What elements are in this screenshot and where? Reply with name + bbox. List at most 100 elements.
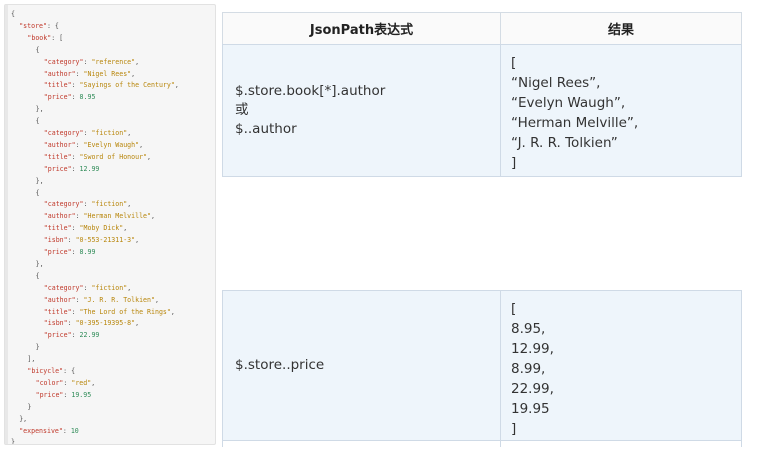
json-punct: : (71, 331, 80, 340)
code-line: "author": "Evelyn Waugh", (44, 140, 143, 150)
json-string: "Nigel Rees" (83, 69, 132, 78)
json-string: "Evelyn Waugh" (83, 140, 140, 149)
json-punct: ], (27, 355, 36, 364)
code-line: "price": 8.95 (44, 92, 96, 102)
json-number: 19.95 (71, 390, 92, 399)
json-punct: , (123, 224, 128, 233)
json-punct: : (83, 283, 92, 292)
code-line: "title": "The Lord of the Rings", (44, 307, 175, 317)
header-expr-label: JsonPath表达式 (309, 23, 414, 38)
json-punct: { (35, 188, 40, 197)
code-line: "expensive": 10 (19, 426, 79, 436)
code-line: { (36, 188, 40, 198)
json-key: "author" (43, 140, 76, 149)
json-punct: : (75, 212, 84, 221)
json-punct: }, (35, 105, 44, 114)
result-line: “Evelyn Waugh”, (511, 95, 626, 111)
json-punct: , (127, 129, 132, 137)
json-punct: : (71, 81, 80, 90)
json-punct: , (174, 81, 179, 90)
result-line: 8.99, (511, 361, 546, 377)
result-line: 22.99, (511, 381, 554, 397)
row2-expression-cell: $.store..price (222, 290, 501, 441)
code-line: }, (36, 104, 44, 114)
json-key: "price" (43, 248, 72, 256)
json-punct: , (127, 200, 132, 209)
json-punct: { (35, 45, 40, 54)
json-punct: , (135, 236, 140, 245)
expression-line: $.store.book[*].author (235, 83, 386, 99)
result-line: 12.99, (511, 341, 554, 357)
json-punct: , (135, 319, 140, 328)
json-string: "fiction" (91, 283, 128, 292)
json-key: "book" (27, 33, 52, 42)
json-key: "category" (43, 129, 84, 137)
json-punct: : (71, 164, 80, 173)
json-key: "title" (43, 152, 72, 161)
json-punct: } (35, 343, 40, 352)
json-punct: } (27, 402, 32, 411)
json-punct: : (63, 378, 72, 387)
code-line: "price": 8.99 (44, 247, 96, 257)
json-punct: , (139, 140, 144, 149)
json-punct: : (83, 57, 92, 66)
json-punct: }, (19, 414, 28, 423)
json-punct: : (83, 200, 92, 209)
expression-line: $.store..price (235, 357, 325, 373)
json-punct: : [ (51, 33, 64, 42)
code-line: "bicycle": { (27, 366, 75, 376)
code-line: "title": "Moby Dick", (44, 223, 127, 233)
table-edge-mid (500, 441, 501, 447)
code-line: "store": { (19, 21, 59, 31)
json-key: "category" (43, 200, 84, 209)
result-line: 19.95 (511, 401, 550, 417)
code-line: "category": "fiction", (44, 283, 131, 293)
row1-result-cell: [“Nigel Rees”,“Evelyn Waugh”,“Herman Mel… (500, 44, 742, 177)
result-line: [ (511, 55, 517, 71)
code-line: "price": 12.99 (44, 164, 100, 174)
json-punct: , (151, 212, 155, 221)
json-string: "Moby Dick" (79, 224, 124, 233)
json-key: "category" (43, 283, 84, 292)
json-punct: : (63, 390, 72, 399)
result-line: [ (511, 301, 517, 317)
json-punct: , (91, 378, 96, 387)
json-key: "store" (19, 21, 47, 30)
json-punct: : (62, 426, 71, 435)
json-string: "fiction" (91, 200, 128, 209)
json-punct: : (75, 140, 84, 149)
header-jsonpath-expression: JsonPath表达式 (222, 12, 501, 45)
json-punct: : (83, 129, 92, 137)
code-line: } (27, 402, 31, 412)
code-line: "author": "Nigel Rees", (44, 69, 135, 79)
code-line: "author": "Herman Melville", (44, 211, 155, 221)
result-line: “Nigel Rees”, (511, 75, 601, 91)
json-string: "fiction" (91, 129, 128, 137)
json-number: 8.95 (79, 93, 96, 102)
header-result-label: 结果 (607, 23, 634, 38)
code-line: "price": 22.99 (44, 330, 100, 340)
json-key: "price" (43, 164, 72, 173)
result-line: 8.95, (511, 321, 546, 337)
json-punct: : { (46, 21, 59, 30)
code-line: } (11, 437, 15, 444)
code-line: "price": 19.95 (36, 390, 92, 400)
code-line: { (11, 9, 15, 19)
json-punct: : (71, 93, 80, 102)
json-punct: : { (63, 367, 76, 375)
json-punct: : (71, 307, 80, 316)
json-punct: : (75, 69, 84, 78)
json-punct: , (154, 295, 159, 304)
json-string: "red" (71, 378, 92, 387)
code-line: }, (19, 414, 27, 424)
code-line: "color": "red", (36, 378, 96, 388)
json-key: "author" (43, 212, 76, 221)
json-key: "expensive" (19, 426, 63, 435)
code-line: { (36, 45, 40, 55)
code-line: }, (36, 176, 44, 186)
result-line: ] (511, 155, 517, 171)
json-code-block: {"store": {"book": [{"category": "refere… (4, 4, 216, 445)
json-string: "J. R. R. Tolkien" (83, 295, 155, 304)
code-line: "author": "J. R. R. Tolkien", (44, 295, 159, 305)
json-number: 8.99 (79, 248, 96, 256)
